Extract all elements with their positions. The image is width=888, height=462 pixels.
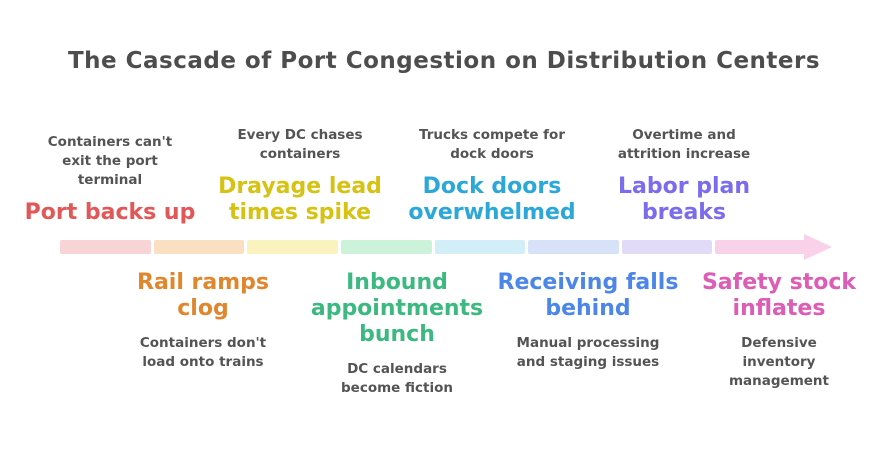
arrow-segment-1 [60, 240, 151, 254]
stage-heading: Dock doors overwhelmed [408, 174, 576, 226]
stage-dock-doors-overwhelmed: Trucks compete for dock doors Dock doors… [387, 126, 597, 226]
stage-heading: Port backs up [24, 200, 196, 226]
arrow-head-icon [804, 234, 832, 260]
stage-note: DC calendars become fiction [341, 360, 453, 396]
page-title: The Cascade of Port Congestion on Distri… [67, 48, 821, 74]
arrow-segment-4 [340, 240, 432, 254]
stage-safety-stock-inflates: Safety stock inflates Defensive inventor… [674, 270, 884, 391]
stage-drayage-lead-times-spike: Every DC chases containers Drayage lead … [195, 126, 405, 226]
stage-note: Defensive inventory management [728, 334, 829, 389]
stage-heading: Receiving falls behind [497, 270, 679, 321]
stage-port-backs-up: Containers can't exit the port terminal … [5, 133, 215, 226]
stage-note: Every DC chases containers [237, 127, 363, 163]
stage-note: Manual processing and staging issues [516, 334, 660, 370]
stage-receiving-falls-behind: Receiving falls behind Manual processing… [483, 270, 693, 372]
arrow-segment-6 [528, 240, 619, 254]
stage-rail-ramps-clog: Rail ramps clog Containers don't load on… [98, 270, 308, 372]
stage-heading: Drayage lead times spike [218, 174, 382, 226]
stage-heading: Labor plan breaks [617, 174, 751, 226]
stage-note: Containers don't load onto trains [139, 334, 267, 370]
arrow-segment-7 [621, 240, 713, 254]
stage-heading: Rail ramps clog [137, 270, 269, 321]
stage-inbound-appointments-bunch: Inbound appointments bunch DC calendars … [292, 270, 502, 398]
stage-heading: Safety stock inflates [701, 270, 857, 321]
cascade-arrow [60, 240, 806, 254]
stage-heading: Inbound appointments bunch [310, 270, 484, 347]
stage-labor-plan-breaks: Overtime and attrition increase Labor pl… [579, 126, 789, 226]
arrow-segment-8 [715, 240, 806, 254]
arrow-segment-5 [434, 240, 526, 254]
stage-note: Containers can't exit the port terminal [47, 134, 173, 189]
stage-note: Trucks compete for dock doors [419, 127, 565, 163]
stage-note: Overtime and attrition increase [617, 127, 751, 163]
arrow-segment-2 [153, 240, 245, 254]
arrow-segment-3 [247, 240, 338, 254]
